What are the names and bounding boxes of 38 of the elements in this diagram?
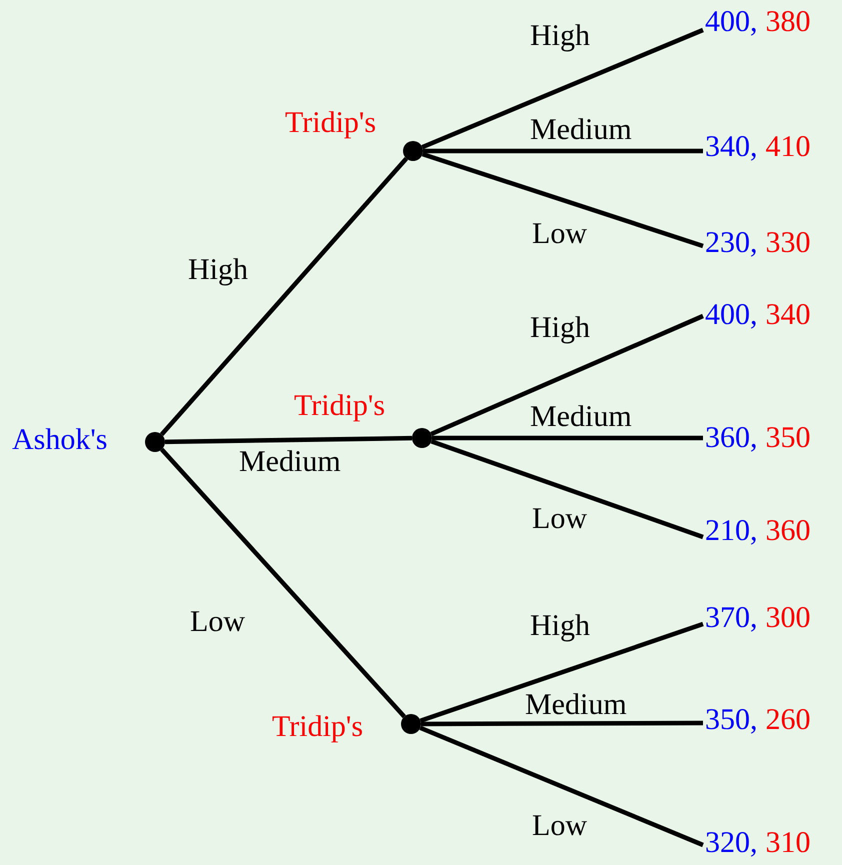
tree-branch: [421, 720, 703, 726]
payoff-value: 260: [766, 703, 810, 736]
tree-branch: [160, 157, 408, 436]
tree-branch: [423, 148, 703, 154]
payoff-value: 340,: [705, 130, 758, 163]
player-label: Ashok's: [12, 423, 108, 457]
tree-branch: [430, 314, 704, 436]
payoff-value: 310: [766, 826, 810, 859]
tree-branch: [160, 448, 406, 718]
decision-node-dot: [403, 141, 423, 161]
tree-branch: [164, 436, 412, 444]
payoff-value: 410: [766, 130, 810, 163]
player-label: Tridip's: [294, 389, 386, 423]
payoff-value: 300: [766, 601, 810, 634]
payoff-value: 230,: [705, 226, 758, 259]
decision-node-dot: [401, 714, 421, 734]
payoff-value: 360,: [705, 421, 758, 454]
decision-node-dot: [412, 428, 432, 448]
payoff-value: 380: [766, 5, 810, 38]
payoff-value: 370,: [705, 601, 758, 634]
tree-branch: [421, 28, 704, 150]
payoff-value: 210,: [705, 514, 758, 547]
player-label: Tridip's: [272, 710, 364, 744]
payoff-value: 400,: [705, 5, 758, 38]
payoff-value: 400,: [705, 298, 758, 331]
tree-branch: [419, 726, 704, 848]
payoff-value: 350,: [705, 703, 758, 736]
tree-branch: [422, 152, 704, 248]
payoff-value: 360: [766, 514, 810, 547]
payoff-value: 340: [766, 298, 810, 331]
decision-node-dot: [145, 432, 165, 452]
player-label: Tridip's: [285, 106, 376, 140]
tree-branch: [432, 436, 703, 440]
payoff-value: 350: [766, 421, 810, 454]
tree-branch: [430, 439, 704, 540]
payoff-value: 320,: [705, 826, 758, 859]
tree-branch: [420, 622, 704, 723]
payoff-value: 330: [766, 226, 810, 259]
